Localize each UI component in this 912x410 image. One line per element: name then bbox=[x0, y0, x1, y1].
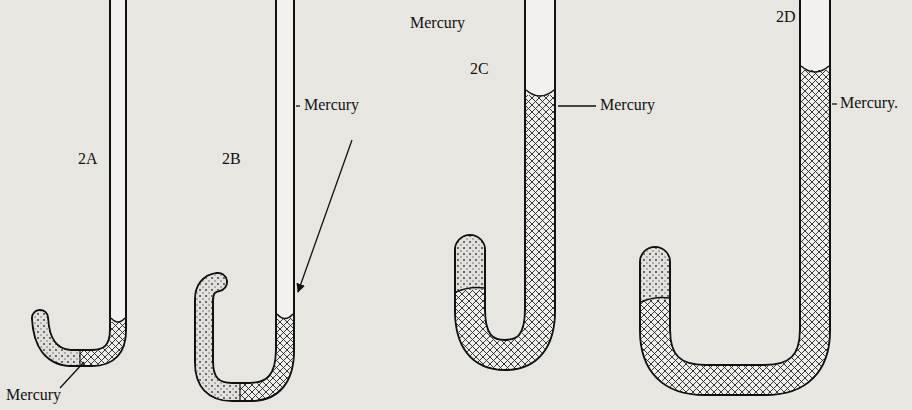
tube-2c bbox=[456, 0, 596, 355]
part-label: Mercury bbox=[6, 386, 61, 404]
part-label: 2A bbox=[78, 150, 98, 168]
part-label: 2C bbox=[470, 60, 489, 78]
part-label: Mercury. bbox=[840, 94, 898, 112]
part-label: Mercury bbox=[600, 96, 655, 114]
tube-2b bbox=[204, 0, 352, 400]
leader-line bbox=[60, 362, 84, 388]
tube-2a bbox=[40, 0, 125, 365]
part-label: Mercury bbox=[410, 14, 465, 32]
part-label: Mercury bbox=[304, 96, 359, 114]
tube-2d bbox=[641, 0, 837, 380]
part-label: 2D bbox=[776, 8, 796, 26]
part-label: 2B bbox=[222, 150, 241, 168]
